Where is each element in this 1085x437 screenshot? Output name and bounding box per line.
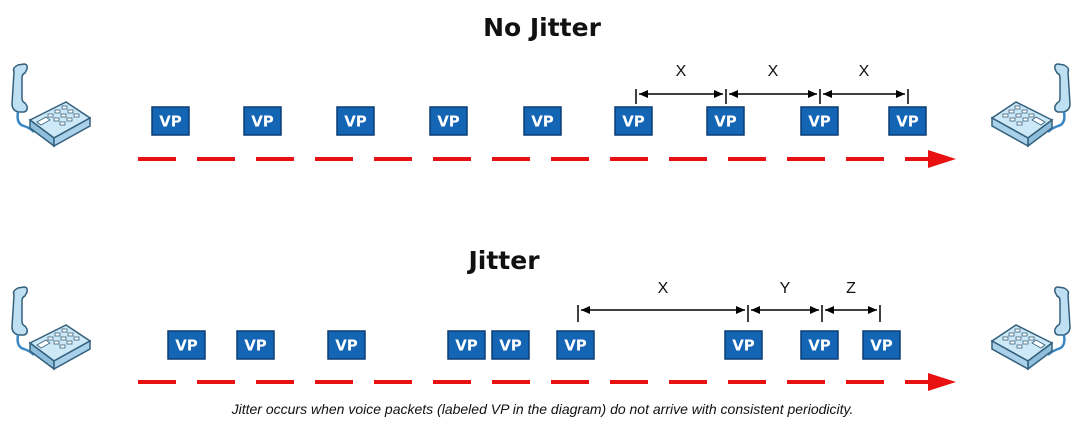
voice-packet: VP xyxy=(724,330,763,360)
voice-packet-label: VP xyxy=(808,113,831,131)
voice-packet-label: VP xyxy=(244,337,267,355)
voice-packet: VP xyxy=(862,330,901,360)
voice-packet-box xyxy=(523,106,562,136)
voice-packet-label: VP xyxy=(732,337,755,355)
voice-packet-label: VP xyxy=(344,113,367,131)
voice-packet-box xyxy=(151,106,190,136)
voice-packet: VP xyxy=(888,106,927,136)
voice-packet-label: VP xyxy=(455,337,478,355)
voice-packet: VP xyxy=(429,106,468,136)
voice-packet: VP xyxy=(447,330,486,360)
voice-packet: VP xyxy=(800,106,839,136)
voice-packet-box xyxy=(888,106,927,136)
gap-interval-label: X xyxy=(768,63,779,80)
voice-packet: VP xyxy=(556,330,595,360)
voice-packet-box xyxy=(167,330,206,360)
top-arrowhead-icon xyxy=(928,150,956,168)
voice-packet-box xyxy=(429,106,468,136)
voice-packet: VP xyxy=(167,330,206,360)
right-phone-bottom-icon xyxy=(990,285,1072,371)
voice-packet-label: VP xyxy=(531,113,554,131)
voice-packet-label: VP xyxy=(870,337,893,355)
voice-packet-box xyxy=(800,330,839,360)
voice-packet-box xyxy=(447,330,486,360)
voice-packet-label: VP xyxy=(714,113,737,131)
bottom-gap-markers: X Y Z xyxy=(577,280,881,322)
voice-packet: VP xyxy=(523,106,562,136)
voice-packet-label: VP xyxy=(622,113,645,131)
voice-packet-label: VP xyxy=(159,113,182,131)
left-phone-bottom-icon xyxy=(10,285,92,371)
voice-packet: VP xyxy=(706,106,745,136)
voice-packet: VP xyxy=(614,106,653,136)
voice-packet-box xyxy=(491,330,530,360)
voice-packet-box xyxy=(800,106,839,136)
bottom-arrowhead-icon xyxy=(928,373,956,391)
voice-packet-label: VP xyxy=(335,337,358,355)
voice-packet-label: VP xyxy=(437,113,460,131)
voice-packet: VP xyxy=(336,106,375,136)
voice-packet-box xyxy=(336,106,375,136)
voice-packet-label: VP xyxy=(808,337,831,355)
voice-packet: VP xyxy=(151,106,190,136)
diagram-caption: Jitter occurs when voice packets (labele… xyxy=(231,401,854,417)
voice-packet-label: VP xyxy=(896,113,919,131)
jitter-title: Jitter xyxy=(466,246,540,275)
gap-interval-label: X xyxy=(676,63,687,80)
top-packet-row: VP VP VP VP VP VP VP VP VP xyxy=(151,106,927,136)
right-phone-top-icon xyxy=(990,62,1072,148)
voice-packet-label: VP xyxy=(564,337,587,355)
voice-packet: VP xyxy=(491,330,530,360)
voice-packet-label: VP xyxy=(499,337,522,355)
voice-packet-box xyxy=(706,106,745,136)
voice-packet-box xyxy=(724,330,763,360)
gap-interval-label: Z xyxy=(846,280,856,297)
bottom-packet-row: VP VP VP VP VP VP VP VP VP xyxy=(167,330,901,360)
voice-packet-box xyxy=(243,106,282,136)
voice-packet-box xyxy=(614,106,653,136)
no-jitter-title: No Jitter xyxy=(483,13,602,42)
gap-interval-label: Y xyxy=(780,280,791,297)
voice-packet: VP xyxy=(243,106,282,136)
voice-packet-label: VP xyxy=(175,337,198,355)
voice-packet: VP xyxy=(236,330,275,360)
gap-interval-label: X xyxy=(658,280,669,297)
voice-packet: VP xyxy=(327,330,366,360)
voice-packet-box xyxy=(236,330,275,360)
voice-packet-box xyxy=(327,330,366,360)
voice-packet-box xyxy=(862,330,901,360)
gap-interval-label: X xyxy=(859,63,870,80)
voice-packet-label: VP xyxy=(251,113,274,131)
left-phone-top-icon xyxy=(10,62,92,148)
voice-packet: VP xyxy=(800,330,839,360)
voice-packet-box xyxy=(556,330,595,360)
